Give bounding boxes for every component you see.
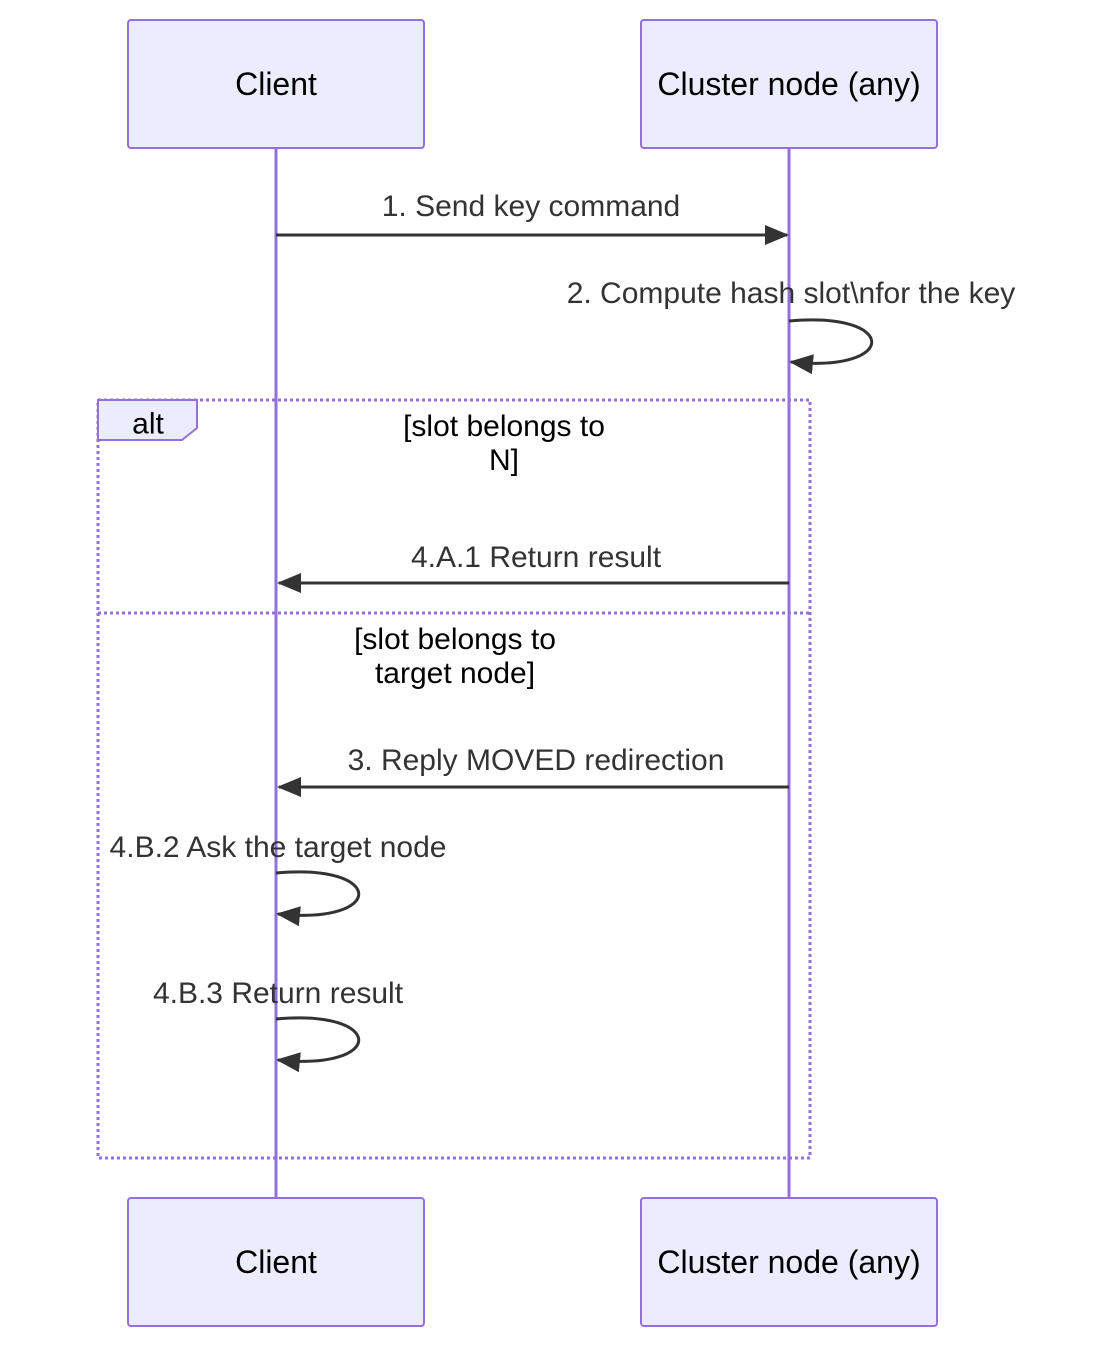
actor-client-bottom: Client <box>127 1197 425 1327</box>
message-return-result-a: 4.A.1 Return result <box>277 541 789 593</box>
actor-client-top: Client <box>127 19 425 149</box>
alt-frame-border <box>96 398 812 1160</box>
alt-frame-keyword: alt <box>132 408 164 441</box>
actor-client-bottom-label: Client <box>235 1244 317 1280</box>
alt-frame: alt [slot belongs to N] [slot belongs to… <box>96 398 812 1160</box>
alt-frame-tag <box>97 399 198 441</box>
message-send-key-label: 1. Send key command <box>382 190 681 223</box>
message-compute-hash: 2. Compute hash slot\nfor the key <box>567 277 1016 375</box>
message-ask-target-arrow <box>275 870 361 927</box>
message-return-result-a-label: 4.A.1 Return result <box>411 541 662 574</box>
alt-condition-b-line1: [slot belongs to <box>354 623 556 656</box>
actor-cluster-node-top: Cluster node (any) <box>640 19 938 149</box>
message-return-result-b: 4.B.3 Return result <box>153 977 404 1073</box>
alt-condition-a-line2: N] <box>489 444 519 477</box>
actor-client-top-label: Client <box>235 66 317 102</box>
message-reply-moved: 3. Reply MOVED redirection <box>277 744 789 797</box>
alt-condition-b-line2: target node] <box>375 657 535 690</box>
message-ask-target: 4.B.2 Ask the target node <box>110 831 447 927</box>
message-return-result-b-label: 4.B.3 Return result <box>153 977 404 1010</box>
alt-condition-a-line1: [slot belongs to <box>403 410 605 443</box>
message-return-result-b-arrow <box>275 1016 361 1073</box>
message-send-key: 1. Send key command <box>276 190 789 245</box>
message-compute-hash-arrow <box>788 318 874 375</box>
actor-cluster-node-top-label: Cluster node (any) <box>657 66 920 102</box>
message-compute-hash-label: 2. Compute hash slot\nfor the key <box>567 277 1016 310</box>
actor-cluster-node-bottom: Cluster node (any) <box>640 1197 938 1327</box>
message-ask-target-label: 4.B.2 Ask the target node <box>110 831 447 864</box>
actor-cluster-node-bottom-label: Cluster node (any) <box>657 1244 920 1280</box>
message-reply-moved-label: 3. Reply MOVED redirection <box>348 744 725 777</box>
